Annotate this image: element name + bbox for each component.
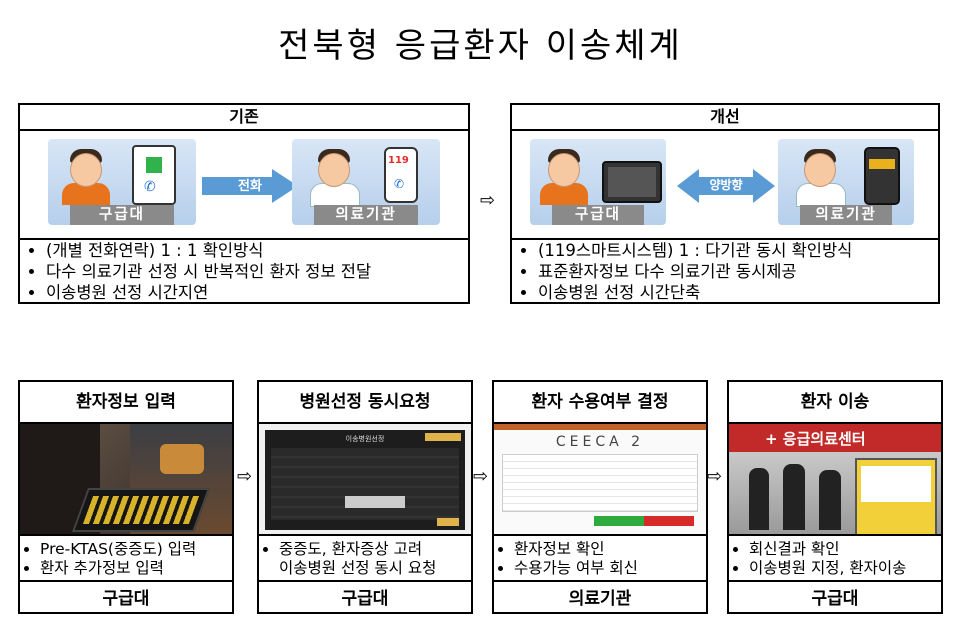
hospital-actor: 119 ✆ 의료기관 <box>292 139 440 225</box>
step-footer: 의료기관 <box>568 589 632 609</box>
ambulance-photo: + 응급의료센터 <box>729 424 941 536</box>
step-bullet: 이송병원 선정 동시 요청 <box>279 559 437 577</box>
phone-icon: 119 ✆ <box>384 147 418 203</box>
phone-arrow <box>202 169 298 203</box>
connector-arrow: ⇨ <box>480 190 496 211</box>
before-illustration: ✆ 구급대 전화 119 ✆ 의료기관 <box>20 131 468 240</box>
screen-title: 이송병원선정 <box>345 435 385 443</box>
after-heading: 개선 <box>512 105 938 131</box>
before-panel: 기존 ✆ 구급대 전화 119 ✆ <box>18 103 470 304</box>
page-title: 전북형 응급환자 이송체계 <box>278 26 683 66</box>
before-bullet: 다수 의료기관 선정 시 반복적인 환자 정보 전달 <box>46 261 468 282</box>
step-bullet: 회신결과 확인 <box>749 540 941 559</box>
two-way-arrow <box>677 169 775 203</box>
tablet-call-icon: ✆ <box>132 145 176 205</box>
step-patient-info: 환자정보 입력 Pre-KTAS(중증도) 입력 환자 추가정보 입력 구급대 <box>18 380 234 614</box>
before-bullet: (개별 전화연락) 1 : 1 확인방식 <box>46 240 468 261</box>
step-bullet: 이송병원 지정, 환자이송 <box>749 559 941 578</box>
tablet-icon <box>71 488 211 532</box>
after-bullet: 표준환자정보 다수 의료기관 동시제공 <box>538 261 938 282</box>
step-footer: 구급대 <box>341 589 389 609</box>
step-bullets: 회신결과 확인 이송병원 지정, 환자이송 <box>729 536 941 582</box>
before-bullets: (개별 전화연락) 1 : 1 확인방식 다수 의료기관 선정 시 반복적인 환… <box>20 240 468 303</box>
before-left-label: 구급대 <box>70 205 174 225</box>
step-bullets: Pre-KTAS(중증도) 입력 환자 추가정보 입력 <box>20 536 232 582</box>
hospital-actor: 의료기관 <box>778 139 914 225</box>
before-heading: 기존 <box>20 105 468 131</box>
step-bullet: 환자 추가정보 입력 <box>40 559 232 578</box>
step-bullet: 수용가능 여부 회신 <box>514 559 706 578</box>
step-hospital-request: 병원선정 동시요청 이송병원선정 중증도, 환자증상 고려 이송병원 선정 동시… <box>257 380 473 614</box>
smartphone-icon <box>864 147 900 205</box>
step-bullet: Pre-KTAS(중증도) 입력 <box>40 540 232 559</box>
step-bullets: 환자정보 확인 수용가능 여부 회신 <box>494 536 706 582</box>
ambulance-icon <box>855 458 937 534</box>
after-bullet: 이송병원 선정 시간단축 <box>538 282 938 303</box>
step-heading: 병원선정 동시요청 <box>259 382 471 424</box>
before-bullet: 이송병원 선정 시간지연 <box>46 282 468 303</box>
step-heading: 환자 수용여부 결정 <box>494 382 706 424</box>
after-bullet: (119스마트시스템) 1 : 다기관 동시 확인방식 <box>538 240 938 261</box>
step-bullet: 중증도, 환자증상 고려 <box>279 540 471 559</box>
connector-arrow: ⇨ <box>473 466 489 487</box>
hospital-screen-photo: CEECA 2 <box>494 424 706 536</box>
step-acceptance-decision: 환자 수용여부 결정 CEECA 2 환자정보 확인 수용가능 여부 회신 의료… <box>492 380 708 614</box>
after-panel: 개선 구급대 양방향 의료기관 <box>510 103 940 304</box>
before-right-label: 의료기관 <box>314 205 418 225</box>
step-transport: 환자 이송 + 응급의료센터 회신결과 확인 이송병원 지정, 환자이송 구급대 <box>727 380 943 614</box>
step-heading: 환자 이송 <box>729 382 941 424</box>
after-arrow-label: 양방향 <box>709 178 743 192</box>
tablet-icon <box>602 161 662 203</box>
connector-arrow: ⇨ <box>707 466 723 487</box>
step-bullets: 중증도, 환자증상 고려 이송병원 선정 동시 요청 <box>259 536 471 582</box>
ems-actor: ✆ 구급대 <box>48 139 196 225</box>
screen-title: CEECA 2 <box>555 434 645 450</box>
step-footer: 구급대 <box>811 589 859 609</box>
after-bullets: (119스마트시스템) 1 : 다기관 동시 확인방식 표준환자정보 다수 의료… <box>512 240 938 303</box>
phone-mark: 119 <box>388 155 409 166</box>
app-screen-photo: 이송병원선정 <box>259 424 471 536</box>
step-heading: 환자정보 입력 <box>20 382 232 424</box>
after-right-label: 의료기관 <box>800 205 892 225</box>
step-footer: 구급대 <box>102 589 150 609</box>
emergency-center-sign: + 응급의료센터 <box>765 430 866 448</box>
connector-arrow: ⇨ <box>237 466 253 487</box>
paramedic-tablet-photo <box>20 424 232 536</box>
after-illustration: 구급대 양방향 의료기관 <box>512 131 938 240</box>
step-bullet: 환자정보 확인 <box>514 540 706 559</box>
ems-actor: 구급대 <box>530 139 666 225</box>
before-arrow-label: 전화 <box>238 179 262 194</box>
after-left-label: 구급대 <box>552 205 644 225</box>
